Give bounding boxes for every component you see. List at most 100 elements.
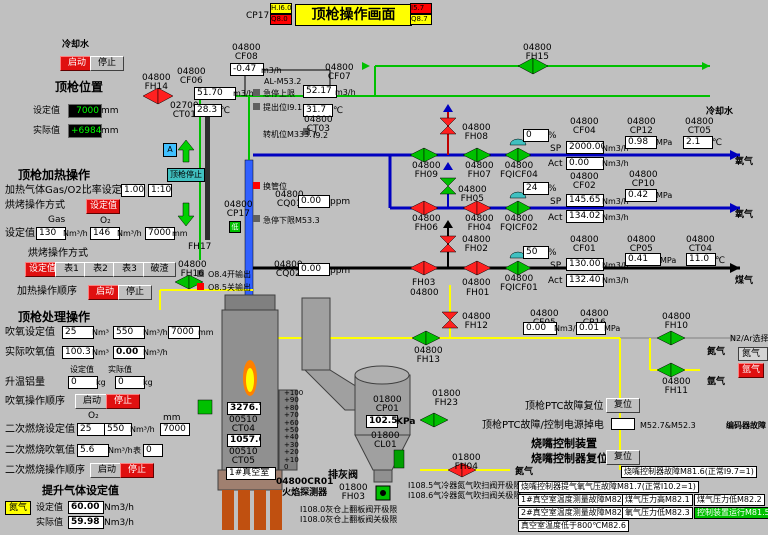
n2-label: 氮气 <box>707 347 726 357</box>
ptc-power-indicator <box>611 418 635 430</box>
scale-7: +30 <box>284 440 299 449</box>
heating-ratio-a[interactable]: 1.00 <box>121 184 145 197</box>
valve-fh05[interactable] <box>439 177 457 195</box>
auto-button[interactable]: A <box>163 143 177 157</box>
valve-fh07[interactable] <box>462 147 492 163</box>
valve-fh11[interactable] <box>656 362 686 378</box>
position-sp-value[interactable]: 7000 <box>68 104 102 118</box>
cp10-tag: 04800 CP10 <box>629 170 658 189</box>
burner-reset-label: 烧嘴控制器复位 <box>531 452 608 465</box>
stop-lower-label: 急停下限M53.3 <box>263 216 320 225</box>
cf04-sp-value[interactable]: 2000.00 <box>566 141 604 154</box>
lance-stop-button[interactable]: 顶枪停止 <box>167 168 205 182</box>
mode-slag-button[interactable]: 破渣 <box>143 262 176 277</box>
position-sp-label: 设定值 <box>33 106 61 116</box>
sec-start-button[interactable]: 启动 <box>90 463 124 478</box>
blow-sp-v2[interactable]: 550 <box>113 326 145 339</box>
ar-select-button[interactable]: 氩气 <box>738 363 764 378</box>
heating-start-button[interactable]: 启动 <box>88 285 122 300</box>
bake-mode-label-2: 烘烤操作方式 <box>28 248 88 259</box>
valve-fh13[interactable] <box>411 330 441 346</box>
heating-mm-value[interactable]: 7000 <box>145 227 175 240</box>
valve-fh04b[interactable] <box>447 462 477 478</box>
burner-reset-button[interactable]: 复位 <box>606 450 640 465</box>
valve-fh23[interactable] <box>419 412 449 428</box>
cf02-pct-unit: % <box>548 184 557 194</box>
valve-fh14[interactable] <box>142 87 174 105</box>
cf01-sp-value[interactable]: 130.00 <box>566 258 604 271</box>
fh03-num: 04800 <box>410 288 439 298</box>
valve-fh03[interactable] <box>409 260 439 276</box>
cf05-value: 0.00 <box>523 322 557 335</box>
bake-sp-button[interactable]: 设定值 <box>86 199 120 214</box>
cp17-low-indicator: 低 <box>229 221 241 233</box>
fh07-tag: 04800 FH07 <box>465 161 494 180</box>
sec-sp-v2[interactable]: 550 <box>104 423 132 436</box>
valve-fh04[interactable] <box>462 200 492 216</box>
cooling-start-button[interactable]: 启动 <box>60 56 94 71</box>
control-valve-fqicf04[interactable] <box>504 138 532 163</box>
cooling-stop-button[interactable]: 停止 <box>90 56 124 71</box>
treat-heading: 顶枪处理操作 <box>18 310 91 324</box>
heating-gas-value[interactable]: 130 <box>36 227 66 240</box>
sec-sp-v3[interactable]: 7000 <box>160 423 190 436</box>
cf04-tag: 04800 CF04 <box>570 117 599 136</box>
sec-pv-v1: 5.6 <box>77 444 109 457</box>
n2-select-button[interactable]: 氮气 <box>738 347 768 361</box>
mode-sp-button[interactable]: 设定值 <box>25 262 58 277</box>
valve-fh02[interactable] <box>439 235 457 253</box>
status-s4: 煤气压力低M82.2 <box>694 494 765 506</box>
turn-position-label: 转机位M333.7 <box>263 130 317 139</box>
lift-sp-value[interactable]: 60.00 <box>68 501 104 514</box>
heating-o2-value[interactable]: 146 <box>90 227 120 240</box>
cf02-sp-value[interactable]: 145.65 <box>566 194 604 207</box>
ct03-value: 31.7 <box>303 104 333 117</box>
sec-sp-label: 二次燃烧设定值 <box>5 424 75 435</box>
al-act-value: 0 <box>115 376 145 389</box>
ash-close-limit: I108.0灰仓上翻板阀关极限 <box>300 515 398 524</box>
heating-stop-button[interactable]: 停止 <box>118 285 152 300</box>
mode-table3-button[interactable]: 表3 <box>113 262 146 277</box>
valve-fh15[interactable] <box>517 57 549 75</box>
sec-pv-v2: 0 <box>143 444 163 457</box>
ptc-reset-button[interactable]: 复位 <box>606 398 640 413</box>
coal-gas-label: 煤气 <box>735 276 754 286</box>
blow-start-button[interactable]: 启动 <box>75 394 109 409</box>
fh11-tag: 04800 FH11 <box>662 377 691 396</box>
blow-sp-v3[interactable]: 7000 <box>168 326 200 339</box>
burner-fault-status: 烧嘴控制器故障M81.6(正常I9.7=1) <box>621 466 757 478</box>
position-unit-1: mm <box>101 106 119 116</box>
scale-2: +80 <box>284 403 299 412</box>
valve-fh06[interactable] <box>409 200 439 216</box>
control-valve-fqicf02[interactable] <box>504 191 532 216</box>
al-set-value[interactable]: 0 <box>68 376 98 389</box>
blow-sp-v1[interactable]: 25 <box>62 326 94 339</box>
m52-label: M52.7&M52.3 <box>640 421 696 430</box>
cf04-act-value: 0.00 <box>566 157 604 170</box>
scale-3: +70 <box>284 411 299 420</box>
lift-gas-button[interactable]: 氮气 <box>5 501 31 515</box>
q80-indicator: Q8.0 <box>270 14 292 25</box>
fh12-tag: 04800 FH12 <box>462 312 491 331</box>
bake-mode-label: 烘烤操作方式 <box>5 200 65 211</box>
ct05-value: 2.1 <box>683 136 713 149</box>
valve-fh12[interactable] <box>441 311 459 329</box>
heating-seq-label: 加热操作顺序 <box>17 286 77 297</box>
valve-fh08[interactable] <box>439 117 457 135</box>
blow-stop-button[interactable]: 停止 <box>106 394 140 409</box>
control-valve-fqicf01[interactable] <box>504 251 532 276</box>
sec-sp-v1[interactable]: 25 <box>77 423 105 436</box>
fh09-tag: 04800 FH09 <box>412 161 441 180</box>
heating-ratio-b[interactable]: 1:10 <box>148 184 172 197</box>
blow-pv-v1: 100.3 <box>62 346 94 359</box>
valve-fh10[interactable] <box>656 330 686 346</box>
cf06-tag: 04800 CF06 <box>177 67 206 86</box>
sec-stop-button[interactable]: 停止 <box>120 463 154 478</box>
valve-fh09[interactable] <box>409 147 439 163</box>
cp12-unit: MPa <box>656 138 673 147</box>
scale-8: +20 <box>284 448 299 457</box>
valve-fh01[interactable] <box>462 260 492 276</box>
cp05-unit: MPa <box>660 256 677 265</box>
valve-fh16[interactable] <box>174 274 204 290</box>
oxygen-label-1: 氧气 <box>735 157 754 167</box>
